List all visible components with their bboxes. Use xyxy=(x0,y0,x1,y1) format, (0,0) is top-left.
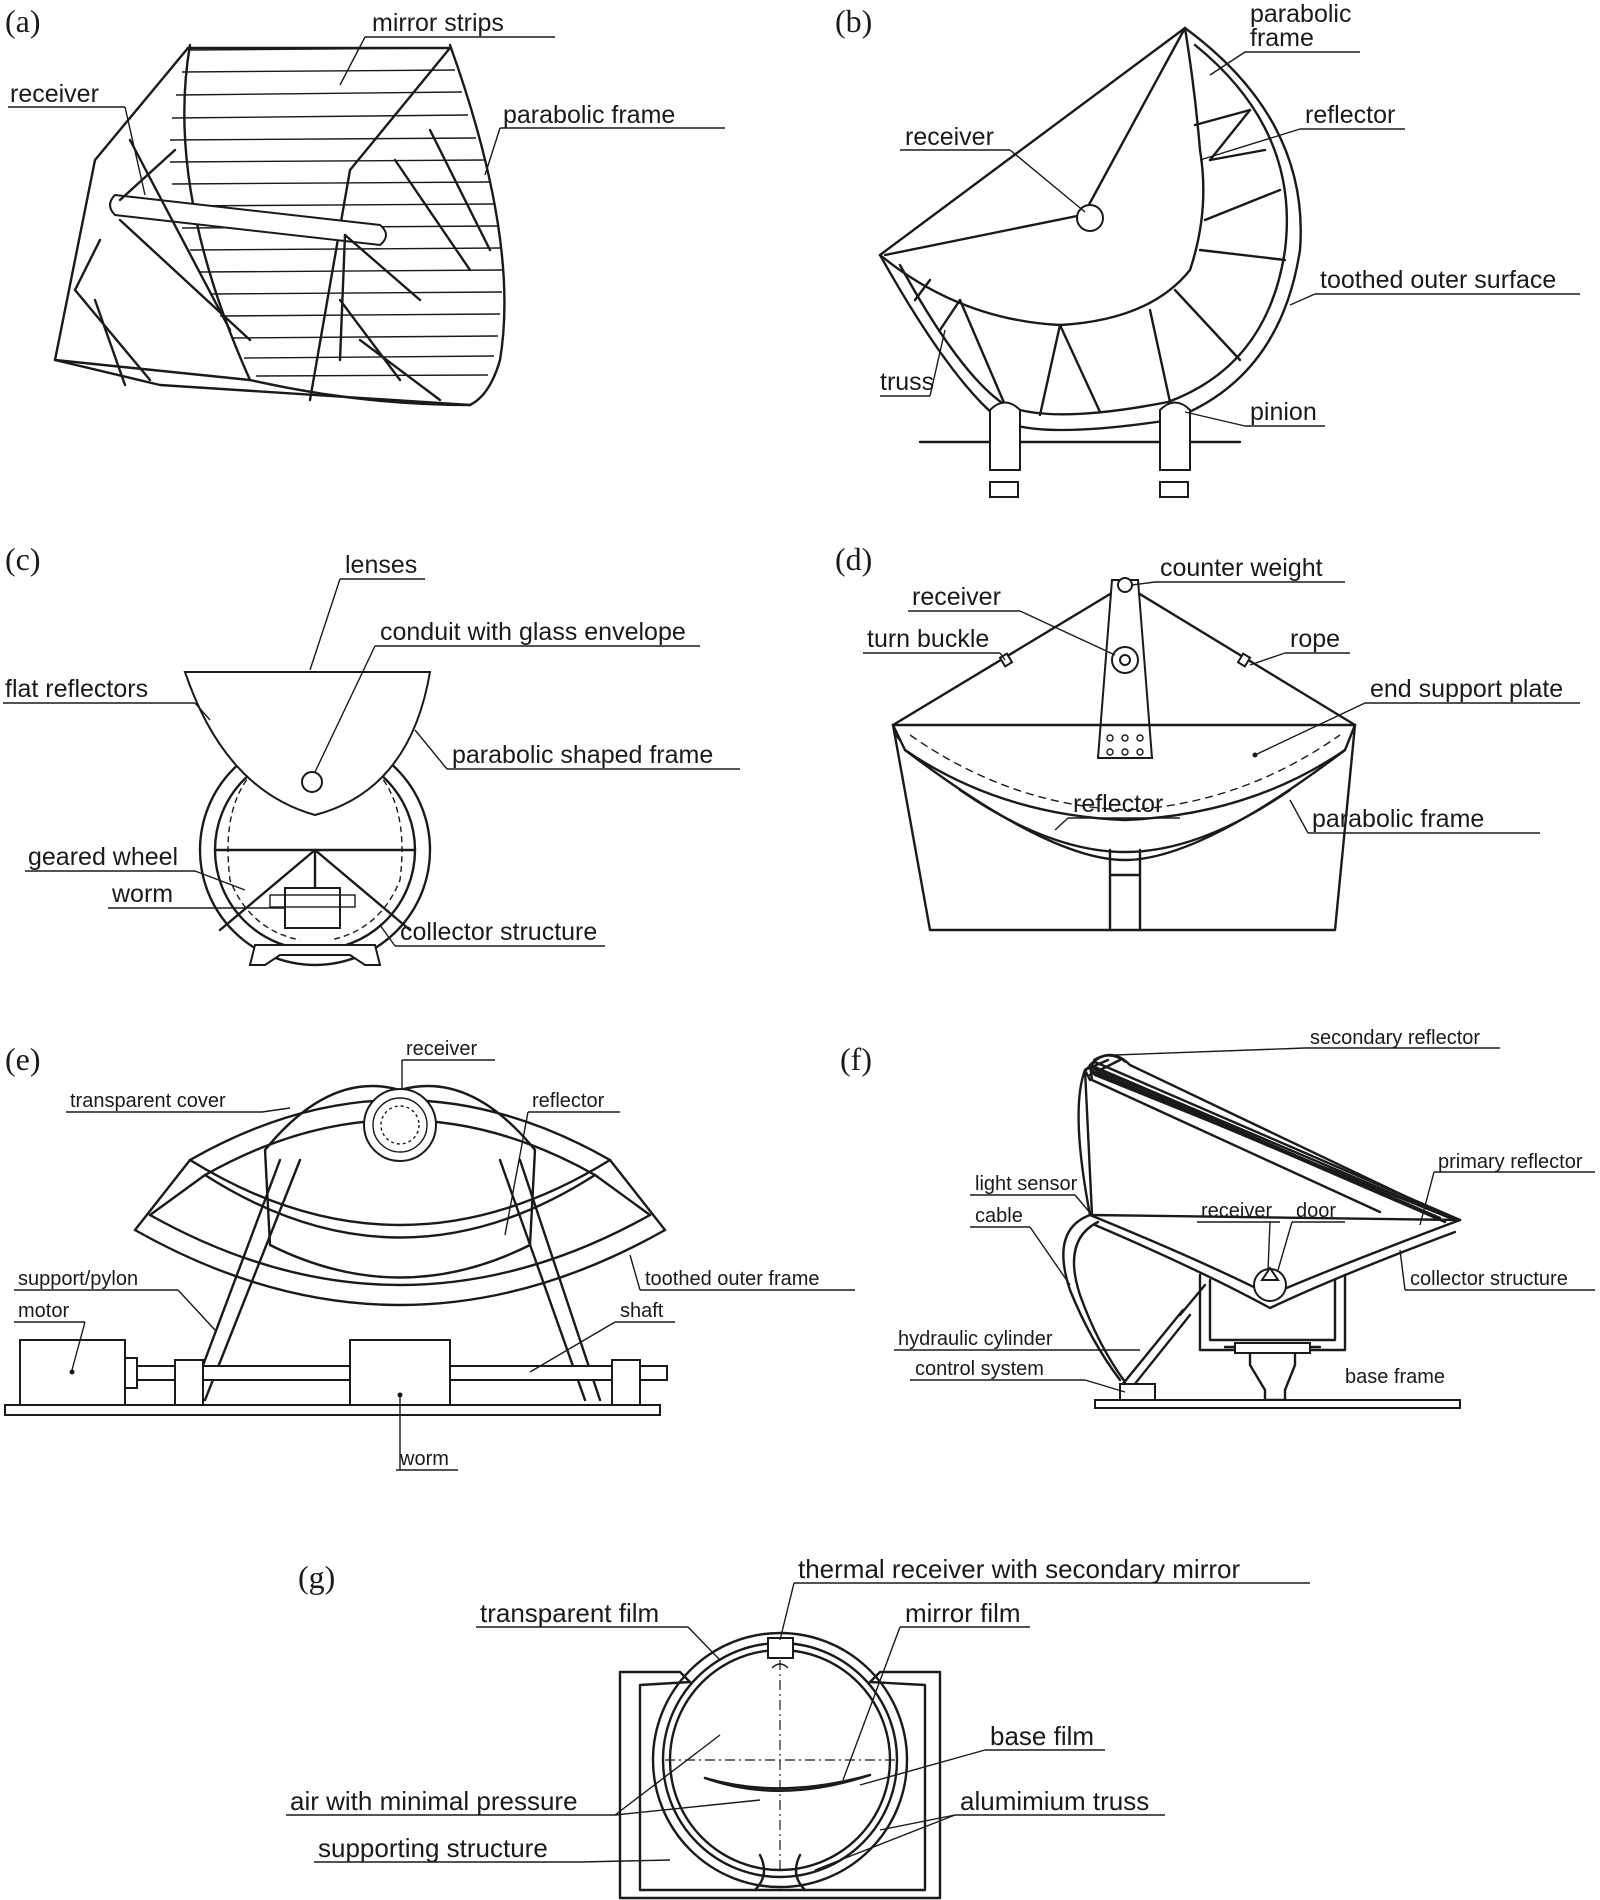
label-lenses: lenses xyxy=(345,551,417,579)
label-mirror-film: mirror film xyxy=(905,1598,1021,1628)
label-rope: rope xyxy=(1290,625,1340,653)
label-receiver-e: receiver xyxy=(406,1038,477,1060)
label-end-support-plate: end support plate xyxy=(1370,675,1563,703)
panel-a: (a) xyxy=(5,3,725,407)
mirror-strips-lines xyxy=(169,47,503,377)
label-pinion: pinion xyxy=(1250,398,1317,426)
label-air-minimal-pressure: air with minimal pressure xyxy=(290,1786,578,1816)
label-transparent-film: transparent film xyxy=(480,1598,659,1628)
panel-c-labels: lenses conduit with glass envelope flat … xyxy=(3,551,740,947)
label-worm-c: worm xyxy=(111,880,173,908)
label-primary-reflector: primary reflector xyxy=(1438,1151,1583,1173)
panel-g-tag: (g) xyxy=(298,1559,335,1595)
panel-b-labels: parabolic frame receiver reflector tooth… xyxy=(880,0,1580,427)
label-thermal-receiver: thermal receiver with secondary mirror xyxy=(798,1554,1240,1584)
label-worm-e: worm xyxy=(399,1448,449,1470)
panel-d-bolts xyxy=(1106,734,1144,756)
label-base-film: base film xyxy=(990,1721,1094,1751)
panel-e-labels: receiver transparent cover reflector sup… xyxy=(14,1038,855,1471)
label-control-system: control system xyxy=(915,1358,1044,1380)
label-toothed-outer-frame: toothed outer frame xyxy=(645,1268,820,1290)
panel-b-drawing xyxy=(878,26,1302,498)
label-secondary-reflector: secondary reflector xyxy=(1310,1027,1480,1049)
label-transparent-cover: transparent cover xyxy=(70,1090,226,1112)
panel-e-tag: (e) xyxy=(5,1041,41,1077)
panel-g-drawing xyxy=(618,1631,942,1900)
label-parabolic-frame-a: parabolic frame xyxy=(503,101,675,129)
label-reflector-e: reflector xyxy=(532,1090,605,1112)
panel-b-truss xyxy=(913,108,1287,417)
panel-c-drawing xyxy=(183,671,432,967)
label-geared-wheel: geared wheel xyxy=(28,843,178,871)
label-truss: truss xyxy=(880,368,934,396)
label-conduit: conduit with glass envelope xyxy=(380,618,686,646)
panel-g: (g) thermal receiver with secondary mirr… xyxy=(286,1554,1310,1900)
label-aluminium-truss: alumimium truss xyxy=(960,1786,1149,1816)
panel-a-drawing xyxy=(53,43,506,407)
panel-d-tag: (d) xyxy=(835,541,872,577)
panel-f-drawing xyxy=(1062,1053,1462,1409)
panel-b: (b) parabolic frame receiver reflector xyxy=(835,0,1580,498)
panel-g-labels: thermal receiver with secondary mirror t… xyxy=(286,1554,1310,1871)
label-collector-structure-f: collector structure xyxy=(1410,1268,1568,1290)
label-base-frame: base frame xyxy=(1345,1366,1445,1388)
label-reflector-b: reflector xyxy=(1305,101,1395,129)
panel-b-tag: (b) xyxy=(835,3,872,39)
label-supporting-structure: supporting structure xyxy=(318,1833,548,1863)
label-receiver-d: receiver xyxy=(912,583,1001,611)
label-hydraulic-cylinder: hydraulic cylinder xyxy=(898,1328,1053,1350)
label-receiver-b: receiver xyxy=(905,123,994,151)
label-toothed-outer-surface: toothed outer surface xyxy=(1320,266,1556,294)
panel-f: (f) xyxy=(840,1027,1595,1409)
label-mirror-strips: mirror strips xyxy=(372,9,504,37)
panel-c-tag: (c) xyxy=(5,541,41,577)
panel-a-truss xyxy=(73,128,492,402)
label-parabolic-frame-d: parabolic frame xyxy=(1312,805,1484,833)
label-shaft: shaft xyxy=(620,1300,664,1322)
label-motor: motor xyxy=(18,1300,69,1322)
label-parabolic-shaped-frame: parabolic shaped frame xyxy=(452,741,713,769)
label-door: door xyxy=(1296,1200,1336,1222)
label-parabolic-b: parabolic xyxy=(1250,0,1351,28)
panel-c: (c) lenses conduit with glass envelope f… xyxy=(3,541,740,967)
label-light-sensor: light sensor xyxy=(975,1173,1078,1195)
label-flat-reflectors: flat reflectors xyxy=(5,675,148,703)
panel-e: (e) receiver xyxy=(4,1038,855,1471)
label-turn-buckle: turn buckle xyxy=(867,625,989,653)
panel-f-tag: (f) xyxy=(840,1041,872,1077)
panel-a-labels: mirror strips receiver parabolic frame xyxy=(8,9,725,196)
label-counter-weight: counter weight xyxy=(1160,554,1323,582)
label-support-pylon: support/pylon xyxy=(18,1268,138,1290)
label-cable: cable xyxy=(975,1205,1023,1227)
panel-f-labels: secondary reflector primary reflector li… xyxy=(894,1027,1595,1393)
label-receiver-f: receiver xyxy=(1201,1200,1272,1222)
panel-e-drawing xyxy=(4,1084,668,1416)
label-collector-structure-c: collector structure xyxy=(400,918,597,946)
label-receiver-a: receiver xyxy=(10,80,99,108)
label-reflector-d: reflector xyxy=(1073,790,1163,818)
panel-d-labels: counter weight receiver turn buckle rope… xyxy=(863,554,1580,834)
panel-d-drawing xyxy=(891,577,1357,932)
label-frame-b: frame xyxy=(1250,24,1314,52)
panel-d: (d) counter weight receiver turn buckle … xyxy=(835,541,1580,932)
panel-a-tag: (a) xyxy=(5,3,41,39)
